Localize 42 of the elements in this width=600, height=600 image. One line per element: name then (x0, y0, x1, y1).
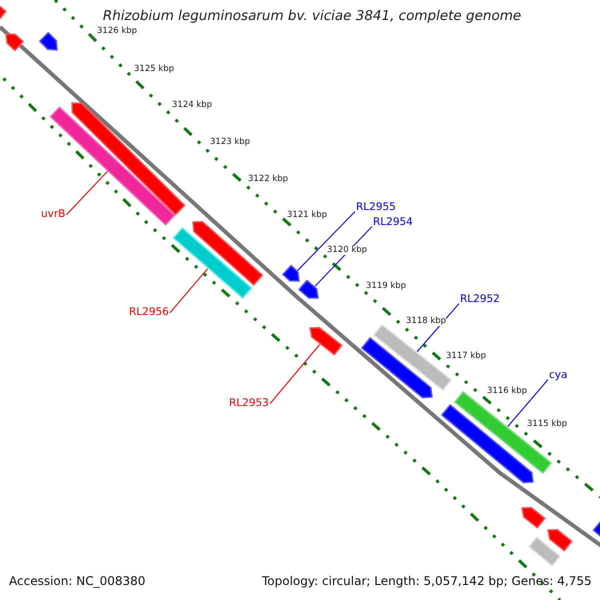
gene-bar (282, 264, 300, 282)
gene-label: uvrB (41, 209, 66, 221)
gene-label: cya (549, 370, 568, 382)
tick-label: 3118 kbp (406, 317, 446, 326)
leader-line (507, 379, 548, 428)
leader-line (269, 344, 320, 404)
gene-label: RL2954 (373, 217, 413, 229)
tick-label: 3116 kbp (487, 387, 528, 396)
leader-line (169, 268, 208, 314)
gene-bar (521, 506, 546, 528)
gene-bar (547, 528, 572, 552)
gene-bar (309, 326, 342, 356)
tick-label: 3124 kbp (172, 101, 212, 110)
gene-label: RL2952 (460, 294, 500, 306)
leader-line (416, 303, 460, 352)
gene-bar (298, 280, 319, 299)
tick-label: 3115 kbp (527, 420, 568, 430)
gene-label: RL2955 (356, 202, 396, 214)
gene-bar (39, 32, 58, 51)
tick-label: 3125 kbp (134, 65, 174, 74)
tick-label: 3119 kbp (366, 282, 406, 292)
leader-line (297, 211, 356, 271)
accession-text: Accession: NC_008380 (9, 575, 146, 588)
tick-label: 3122 kbp (248, 175, 288, 184)
leader-line (66, 170, 108, 216)
tick-label: 3126 kbp (97, 27, 138, 36)
gene-bar (361, 337, 433, 398)
title: Rhizobium leguminosarum bv. viciae 3841, complete genome (102, 9, 522, 24)
genome-info-text: Topology: circular; Length: 5,057,142 bp; Genes: 4,755 (262, 575, 592, 588)
leader-line (314, 226, 372, 287)
gene-bar (0, 5, 7, 22)
gene-bar (192, 221, 264, 286)
tick-label: 3117 kbp (446, 352, 486, 362)
tick-label: 3121 kbp (287, 211, 328, 220)
gene-bar (592, 521, 600, 537)
gene-bar (528, 536, 561, 566)
gene-label: RL2953 (229, 398, 269, 410)
tick-label: 3120 kbp (327, 246, 368, 256)
gene-bar (5, 33, 24, 52)
gene-label: RL2956 (129, 307, 169, 319)
tick-label: 3123 kbp (210, 138, 250, 148)
gene-bar (172, 227, 252, 299)
